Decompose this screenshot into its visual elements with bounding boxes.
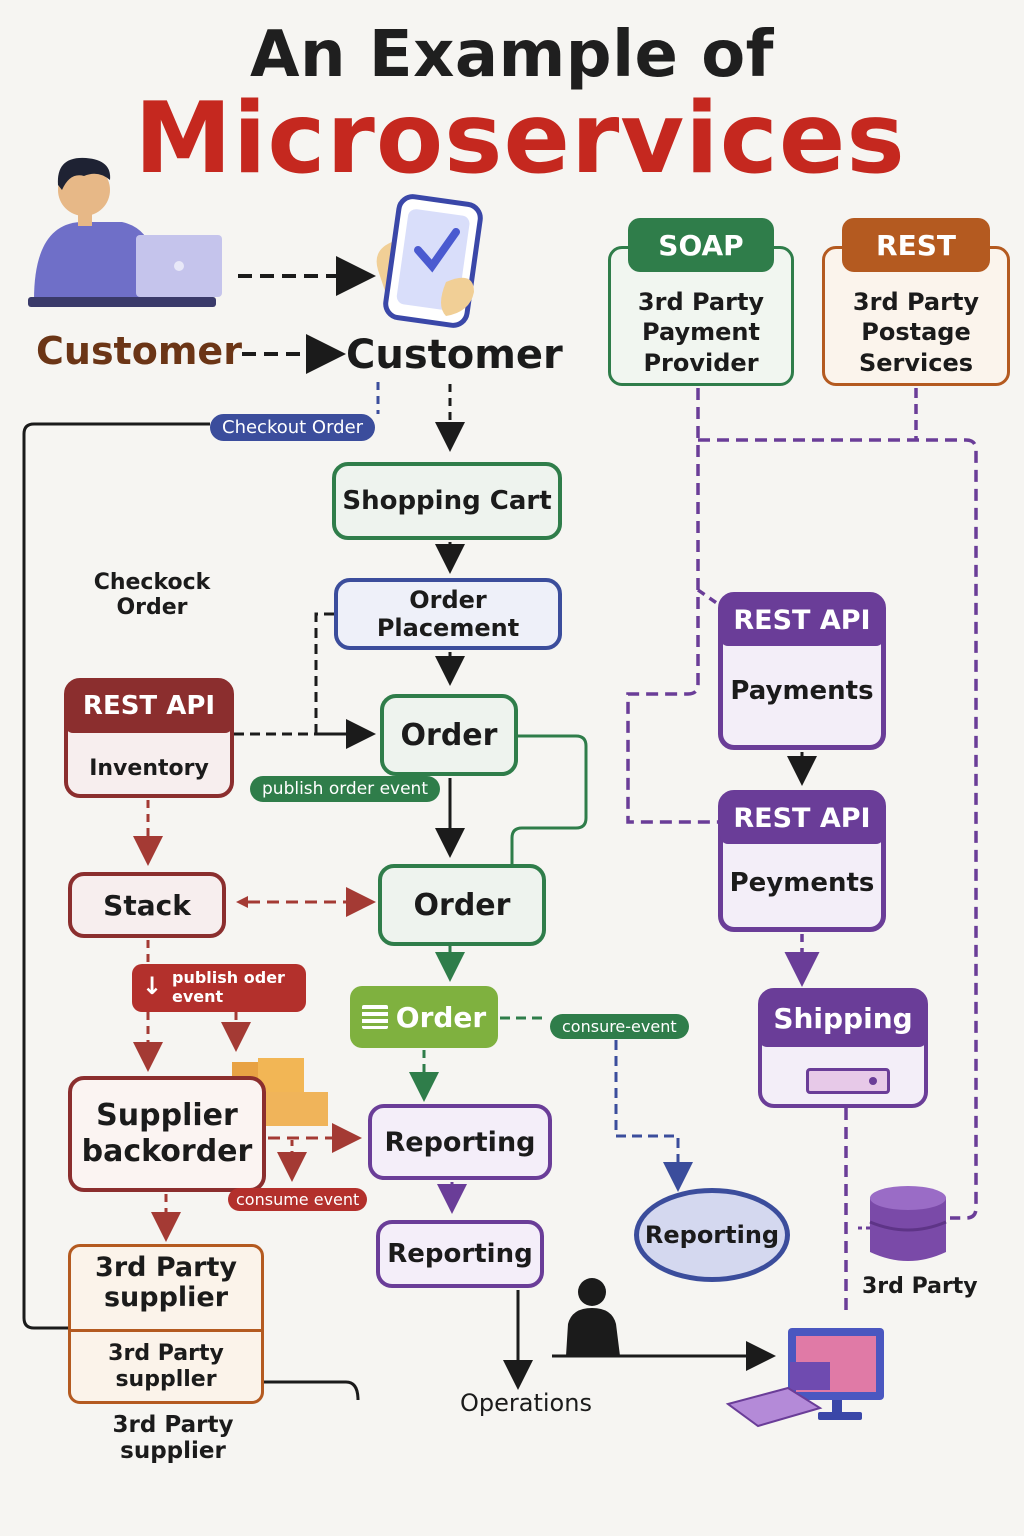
soap-body: 3rd Party Payment Provider (637, 288, 765, 377)
peyments-node[interactable]: REST API Peyments (718, 790, 886, 932)
operations-label: Operations (460, 1389, 592, 1417)
order-placement-node[interactable]: Order Placement (334, 578, 562, 650)
third-party-suppller-label: 3rd Party suppller (108, 1341, 224, 1393)
shipping-node[interactable]: Shipping (758, 988, 928, 1108)
consure-event-pill: consure-event (550, 1014, 689, 1039)
payments-body: Payments (730, 676, 874, 706)
shipping-header: Shipping (759, 989, 927, 1047)
order-node-1[interactable]: Order (380, 694, 518, 776)
customer-label-left: Customer (36, 329, 242, 373)
peyments-header: REST API (720, 792, 884, 844)
payments-node[interactable]: REST API Payments (718, 592, 886, 750)
rest-header: REST (842, 218, 990, 272)
inventory-node[interactable]: REST API Inventory (64, 678, 234, 798)
soap-header: SOAP (628, 218, 774, 272)
publish-oder-event-label: publish oder event (172, 968, 285, 1007)
third-party-supplier-top-label: 3rd Party supplier (95, 1252, 237, 1313)
reporting-node-1[interactable]: Reporting (368, 1104, 552, 1180)
database-icon (869, 1186, 947, 1261)
phone-checkmark-icon (376, 194, 483, 328)
reporting-node-2[interactable]: Reporting (376, 1220, 544, 1288)
third-party-supplier-node[interactable]: 3rd Party supplier 3rd Party suppller (68, 1244, 264, 1404)
title-line-2: Microservices (134, 82, 906, 196)
drive-icon (806, 1068, 890, 1094)
title-line-1: An Example of (250, 18, 774, 92)
third-party-label: 3rd Party (862, 1274, 978, 1299)
inventory-body: Inventory (89, 755, 209, 781)
publish-oder-event-badge: ↓ publish oder event (132, 964, 306, 1012)
supplier-backorder-node[interactable]: Supplier backorder (68, 1076, 266, 1192)
order-node-3-label: Order (395, 1000, 487, 1034)
reporting-ellipse-node[interactable]: Reporting (634, 1188, 790, 1282)
payments-header: REST API (720, 594, 884, 646)
customer-label-right: Customer (346, 332, 563, 378)
stack-node[interactable]: Stack (68, 872, 226, 938)
rest-body: 3rd Party Postage Services (852, 288, 980, 377)
list-icon (361, 1005, 388, 1029)
order-node-2[interactable]: Order (378, 864, 546, 946)
inventory-header: REST API (65, 679, 233, 733)
worker-icon (566, 1278, 620, 1356)
checkock-order-label: Checkock Order (93, 570, 211, 621)
shopping-cart-node[interactable]: Shopping Cart (332, 462, 562, 540)
consume-event-pill: consume event (228, 1188, 368, 1211)
order-node-3[interactable]: Order (350, 986, 498, 1048)
publish-order-event-pill: publish order event (250, 776, 440, 802)
arrow-down-icon: ↓ (142, 972, 163, 1000)
checkout-order-pill: Checkout Order (210, 414, 376, 441)
person-laptop-icon (28, 157, 222, 307)
third-party-supplier-bottom-label: 3rd Party supplier (112, 1412, 234, 1465)
computer-icon (725, 1328, 884, 1428)
peyments-body: Peyments (729, 868, 875, 898)
